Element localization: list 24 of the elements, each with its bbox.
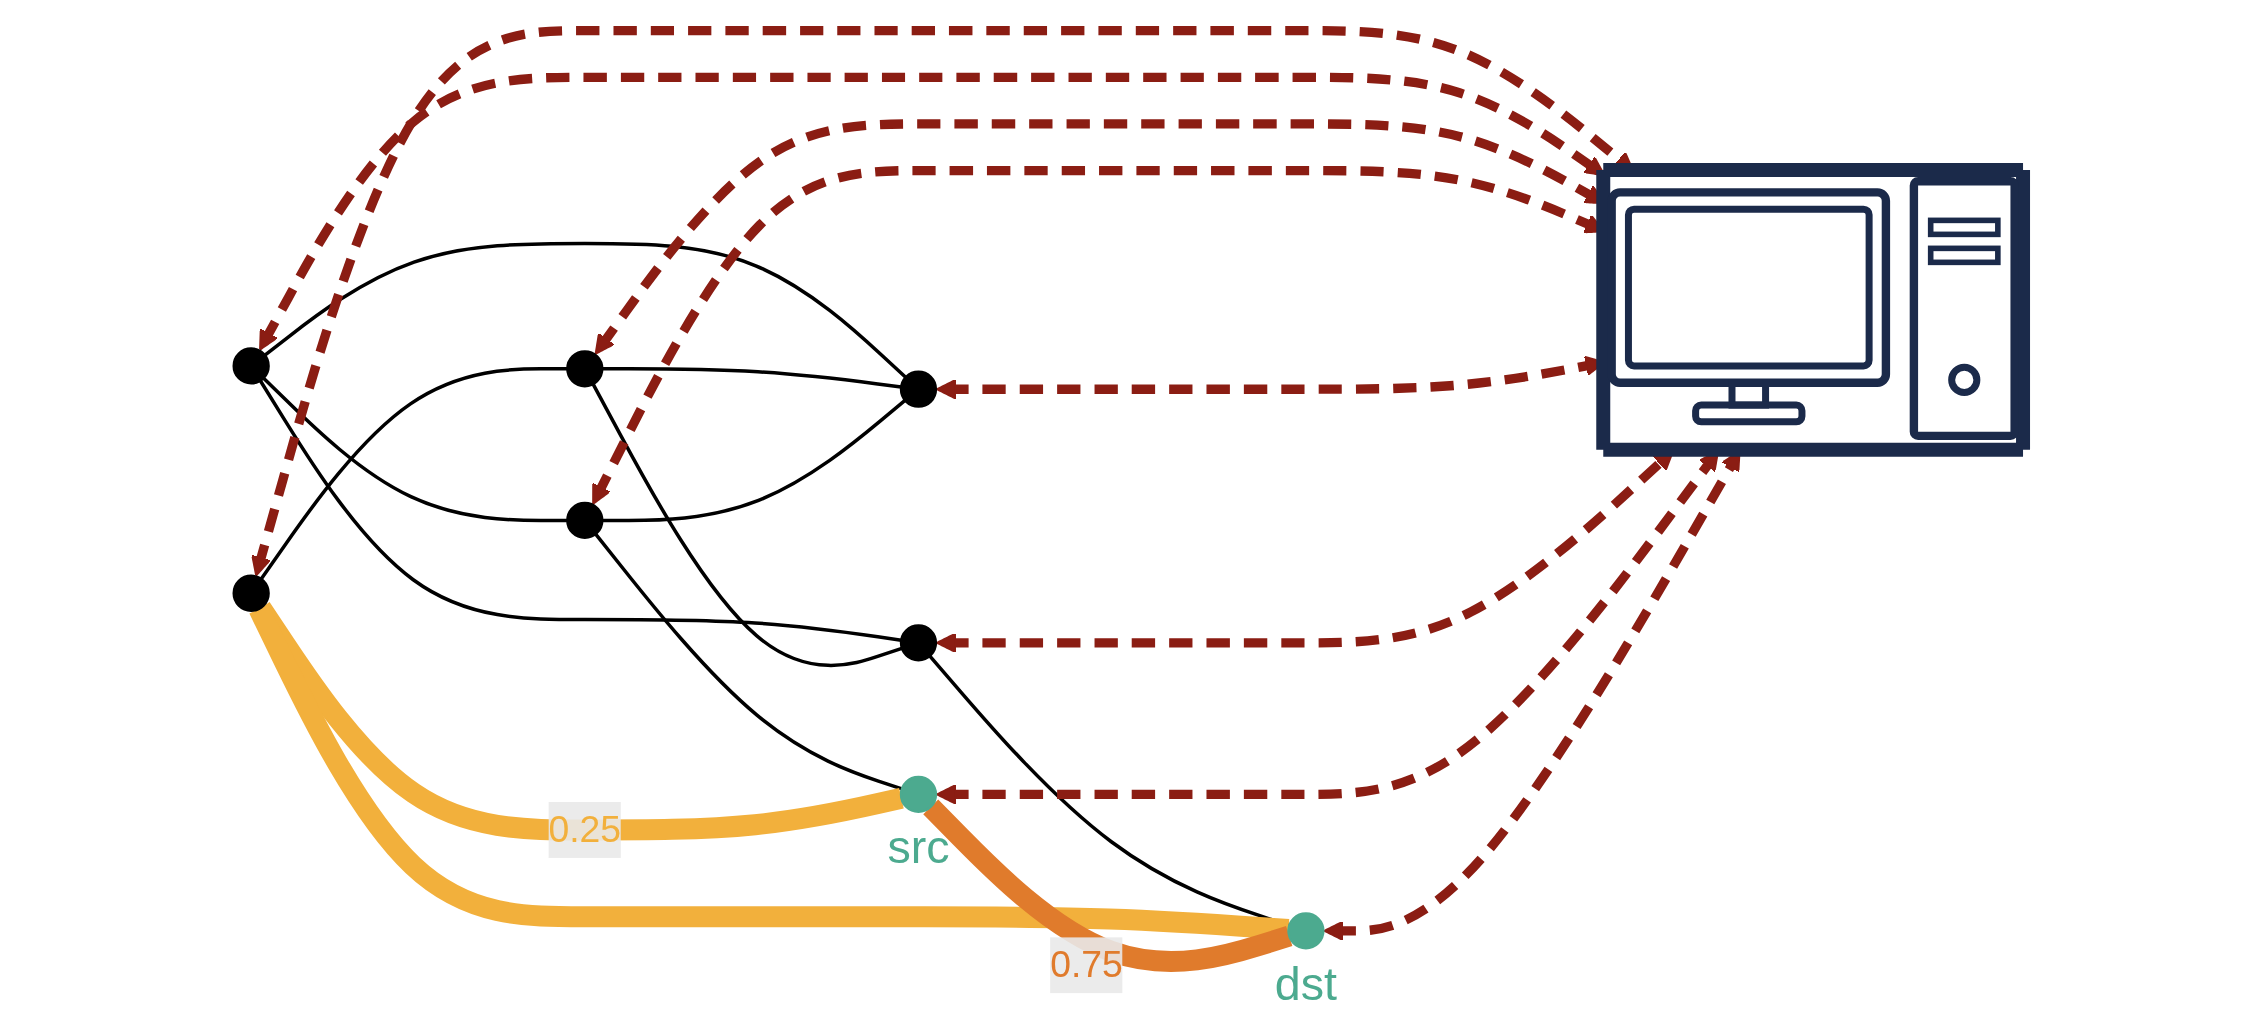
node-circle (899, 775, 937, 814)
node-circle (899, 624, 937, 662)
node-circle (1286, 912, 1325, 950)
node-circle (565, 501, 604, 540)
edge-label: 0.25 (548, 809, 621, 849)
arrow (250, 26, 1634, 577)
connector (262, 376, 567, 523)
arrow (258, 72, 1605, 351)
node-circle (899, 370, 937, 408)
connector (258, 379, 902, 642)
connector (593, 533, 903, 791)
connector (259, 367, 567, 580)
connector (601, 399, 906, 523)
node-picture (1595, 163, 2030, 457)
node-label: dst (1274, 957, 1337, 1010)
node-circle (565, 350, 604, 388)
node-label: src (887, 821, 950, 874)
connector (591, 383, 903, 668)
node-circle (232, 574, 270, 612)
connector (601, 367, 901, 389)
connector (922, 799, 1292, 972)
connector (263, 241, 907, 379)
node-circle (232, 347, 270, 385)
edge-label: 0.75 (1049, 944, 1123, 984)
